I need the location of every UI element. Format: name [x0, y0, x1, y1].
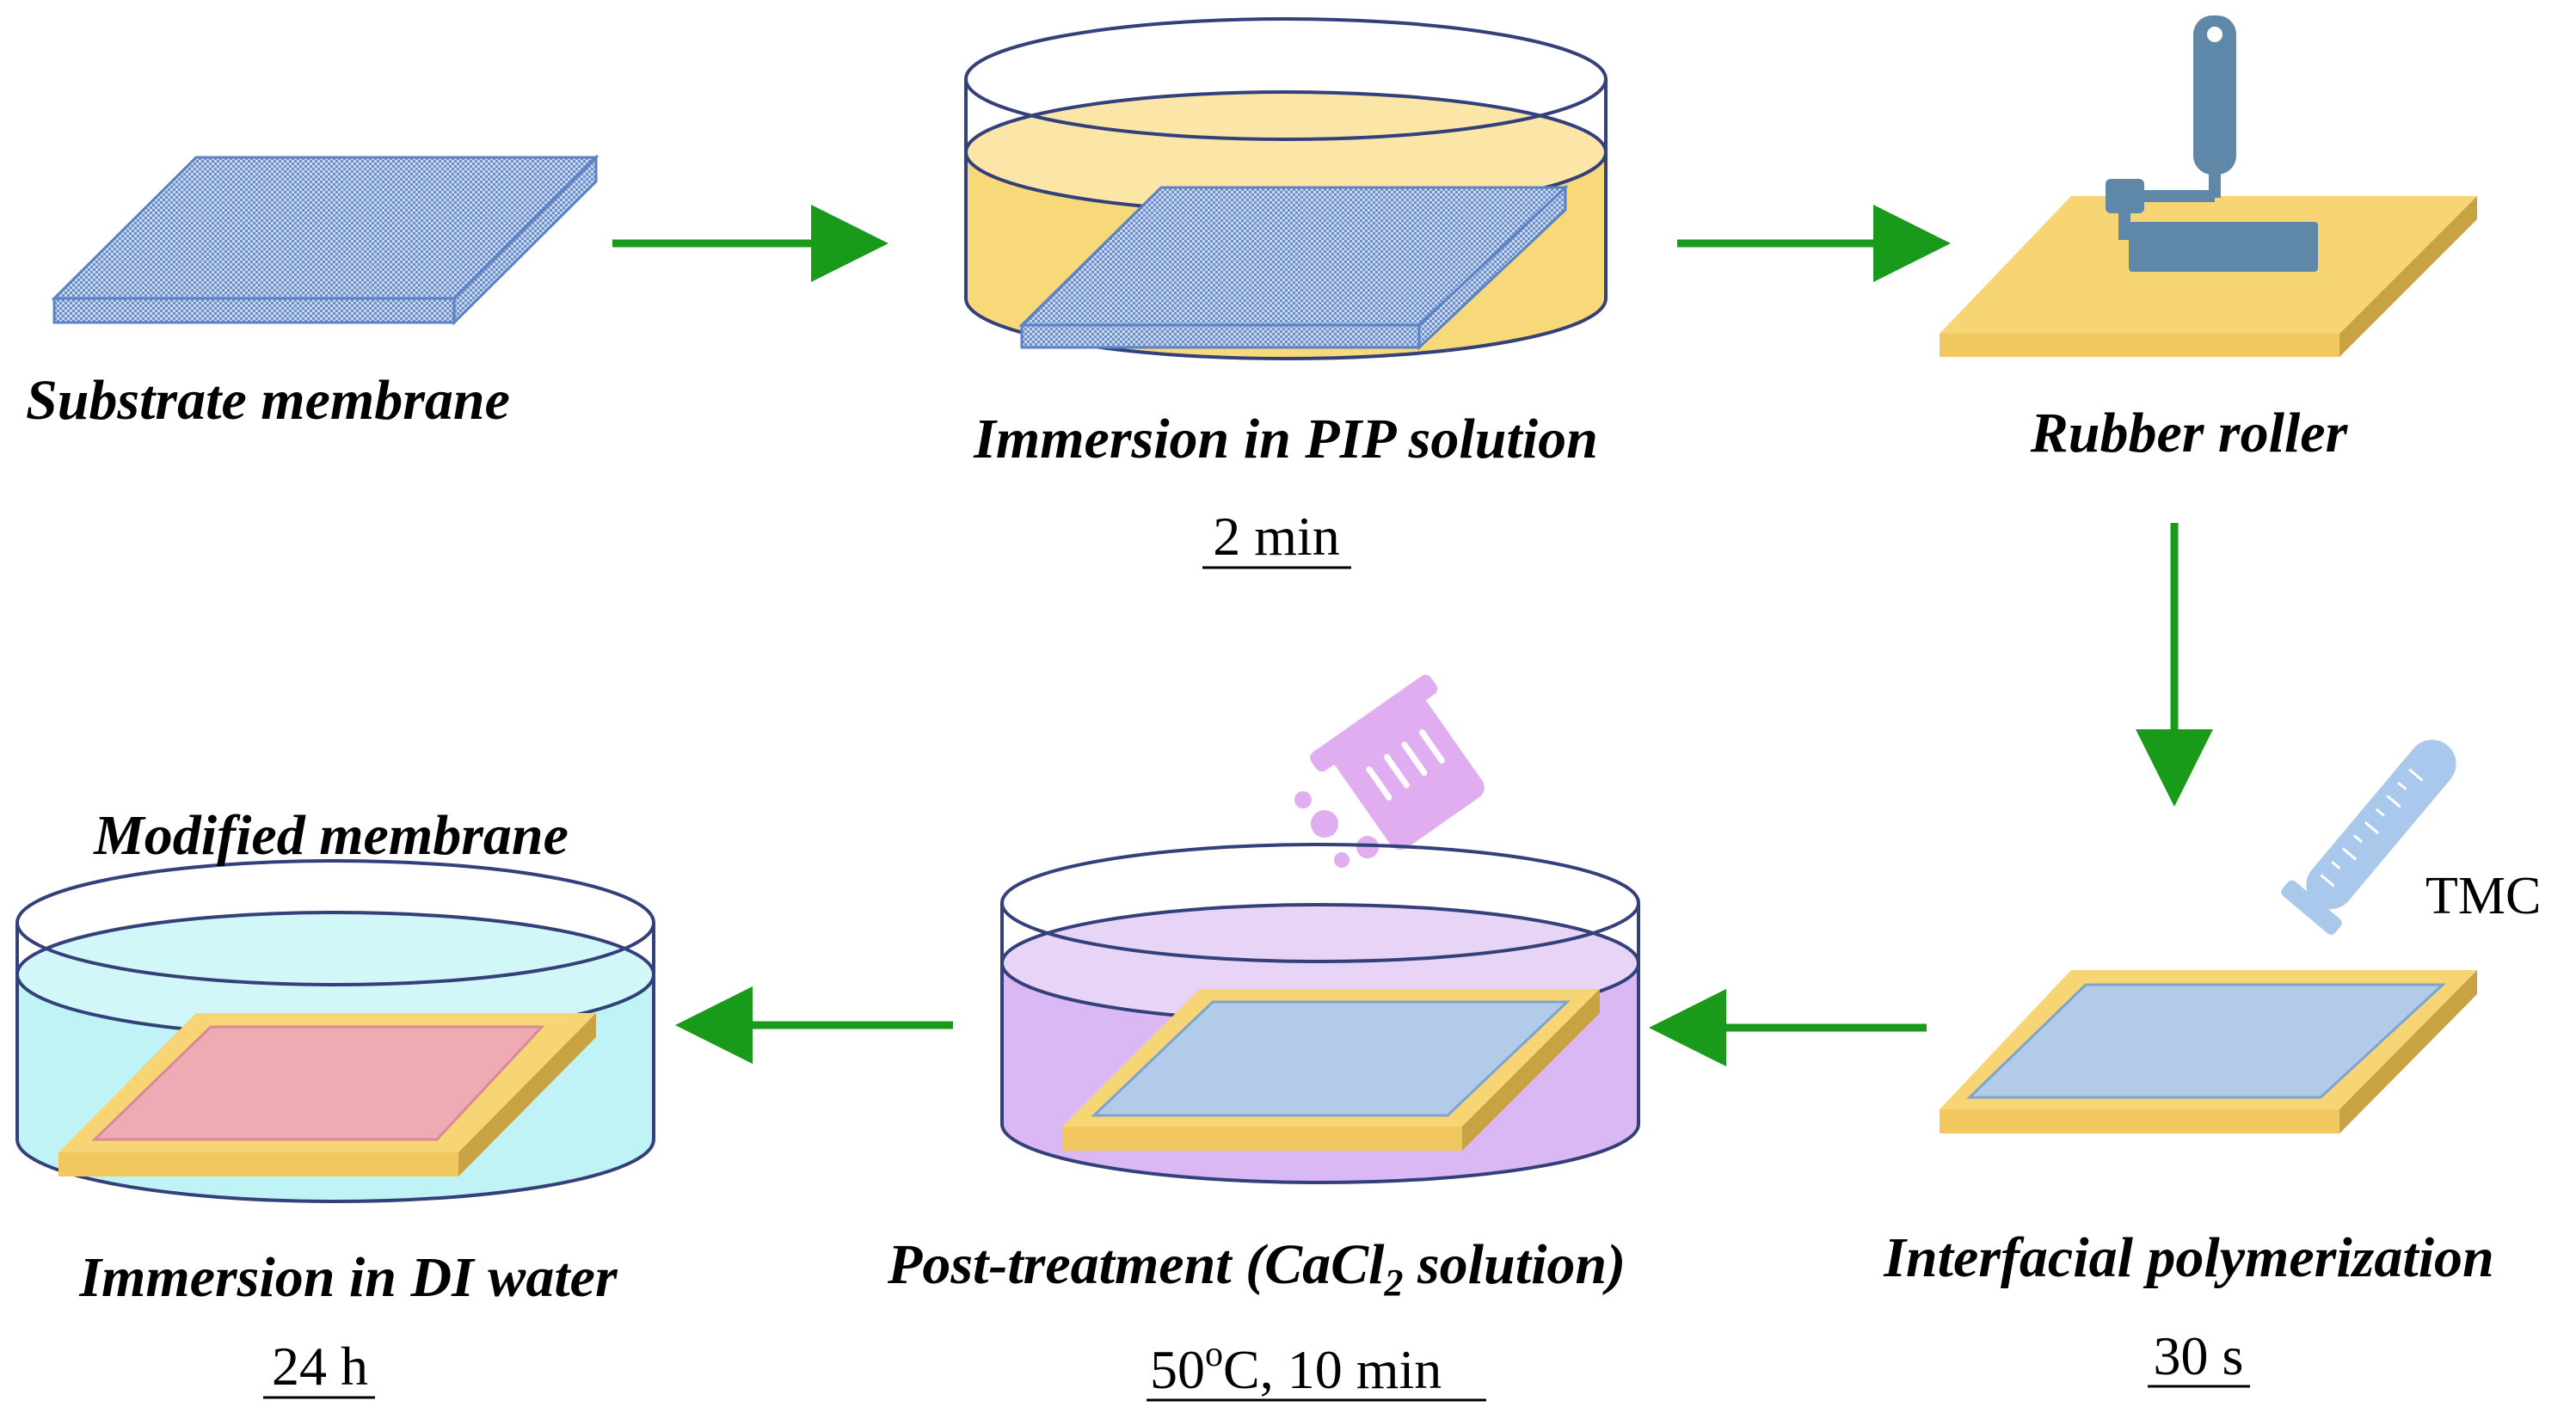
post-treatment-label: Post-treatment (CaCl2 solution): [887, 1233, 1626, 1304]
beaker-icon: [1294, 674, 1485, 868]
di-water-label: Immersion in DI water: [78, 1246, 618, 1309]
interfacial-polymerization-label: Interfacial polymerization: [1883, 1226, 2494, 1289]
ip-board-icon: [1940, 970, 2477, 1133]
cacl2-dish-icon: [1000, 843, 1640, 1184]
petri-dish-icon: [964, 17, 1608, 360]
pip-immersion-label: Immersion in PIP solution: [973, 408, 1598, 470]
paint-roller-icon: [2106, 15, 2318, 272]
rubber-roller-label: Rubber roller: [2030, 402, 2349, 464]
water-dish-icon: [15, 859, 655, 1203]
post-condition-label: 50oC, 10 min: [1150, 1335, 1442, 1400]
substrate-membrane-icon: [51, 154, 599, 326]
modified-membrane-label: Modified membrane: [93, 804, 569, 867]
di-time-label: 24 h: [272, 1336, 368, 1397]
ip-time-label: 30 s: [2154, 1325, 2244, 1386]
roller-board-icon: [1940, 196, 2477, 357]
pip-time-label: 2 min: [1213, 506, 1340, 567]
graduated-cylinder-icon: [2281, 740, 2456, 935]
tmc-label: TMC: [2425, 867, 2541, 925]
substrate-membrane-label: Substrate membrane: [26, 369, 510, 432]
